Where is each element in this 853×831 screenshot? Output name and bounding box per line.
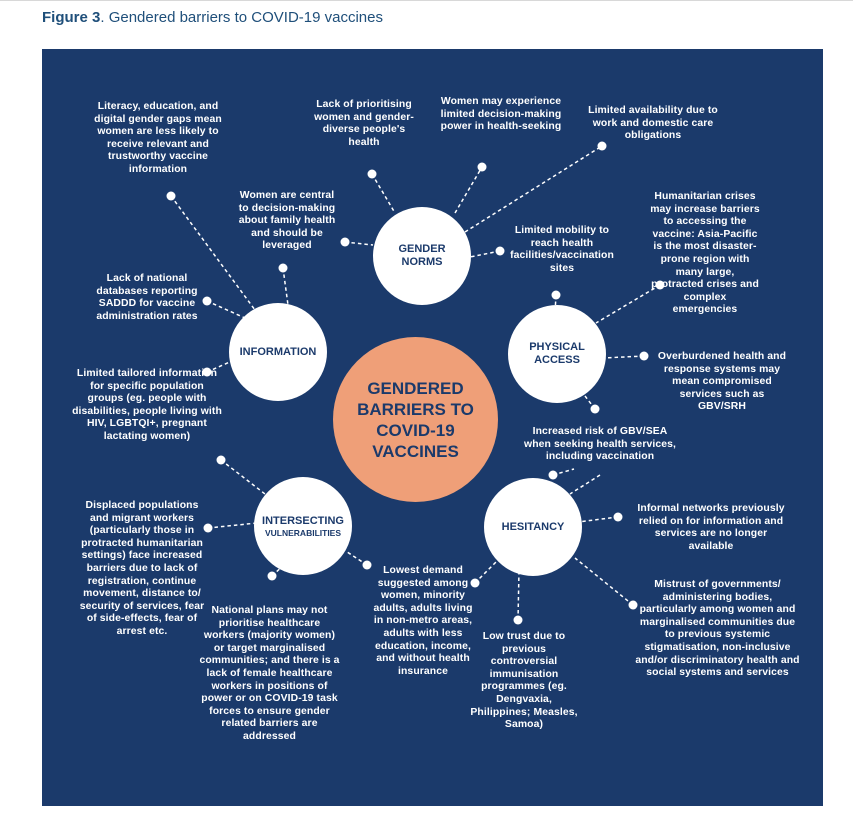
connector-dot — [202, 367, 212, 377]
figure-caption: . Gendered barriers to COVID-19 vaccines — [100, 9, 383, 26]
connector-dot — [548, 470, 558, 480]
figure-label: Figure 3 — [42, 9, 101, 26]
text-displaced-populations: Displaced populations and migrant worker… — [79, 500, 205, 637]
hub-gender-norms: GENDER NORMS — [373, 207, 471, 305]
text-literacy-gaps: Literacy, education, and digital gender … — [94, 101, 222, 175]
hub-information: INFORMATION — [229, 303, 327, 401]
connector-dot — [216, 455, 226, 465]
top-divider — [0, 0, 853, 1]
hub-label-intersecting-main: INTERSECTING — [262, 514, 344, 527]
hub-physical-access: PHYSICAL ACCESS — [508, 305, 606, 403]
connector-dot — [477, 162, 487, 172]
connector-dot — [590, 404, 600, 414]
connector-dot — [203, 523, 213, 533]
text-informal-networks: Informal networks previously relied on f… — [637, 503, 785, 552]
connector-dot — [639, 351, 649, 361]
connector-dot — [551, 290, 561, 300]
center-label: GENDERED BARRIERS TO COVID-19 VACCINES — [357, 378, 474, 461]
text-humanitarian-crises: Humanitarian crises may increase barrier… — [650, 191, 760, 316]
text-national-databases: Lack of national databases reporting SAD… — [96, 273, 198, 322]
text-low-trust: Low trust due to previous controversial … — [470, 631, 578, 731]
center-circle: GENDERED BARRIERS TO COVID-19 VACCINES — [333, 337, 498, 502]
hub-hesitancy: HESITANCY — [484, 478, 582, 576]
connector-dot — [166, 191, 176, 201]
connector-dot — [340, 237, 350, 247]
text-tailored-information: Limited tailored information for specifi… — [72, 368, 222, 442]
text-limited-mobility: Limited mobility to reach health facilit… — [510, 225, 614, 274]
connector-dot — [470, 578, 480, 588]
text-lack-of-prioritising: Lack of prioritising women and gender-di… — [314, 99, 414, 148]
hub-label-gender-norms: GENDER NORMS — [398, 243, 446, 268]
hub-label-intersecting-sub: VULNERABILITIES — [264, 527, 342, 538]
connector-dot — [513, 615, 523, 625]
text-gbv-risk: Increased risk of GBV/SEA when seeking h… — [524, 426, 676, 463]
connector-dot — [278, 263, 288, 273]
connector-dot — [597, 141, 607, 151]
hub-label-information: INFORMATION — [239, 345, 317, 358]
connector-dot — [367, 169, 377, 179]
text-lowest-demand: Lowest demand suggested among women, min… — [373, 565, 473, 677]
connector-dot — [628, 600, 638, 610]
connector-dot — [362, 560, 372, 570]
text-mistrust: Mistrust of governments/ administering b… — [635, 579, 800, 679]
connector-dot — [202, 296, 212, 306]
figure-title: Figure 3. Gendered barriers to COVID-19 … — [42, 9, 383, 26]
text-women-central: Women are central to decision-making abo… — [238, 190, 336, 252]
connector-dot — [267, 571, 277, 581]
text-decision-making-power: Women may experience limited decision-ma… — [440, 96, 562, 133]
connector-dot — [655, 280, 665, 290]
text-limited-availability: Limited availability due to work and dom… — [588, 105, 718, 142]
hub-label-hesitancy: HESITANCY — [501, 520, 565, 533]
connector-dot — [613, 512, 623, 522]
hub-label-physical-access: PHYSICAL ACCESS — [529, 341, 585, 366]
text-overburdened-systems: Overburdened health and response systems… — [657, 351, 787, 413]
text-national-plans: National plans may not prioritise health… — [199, 605, 340, 742]
connector-dot — [495, 246, 505, 256]
